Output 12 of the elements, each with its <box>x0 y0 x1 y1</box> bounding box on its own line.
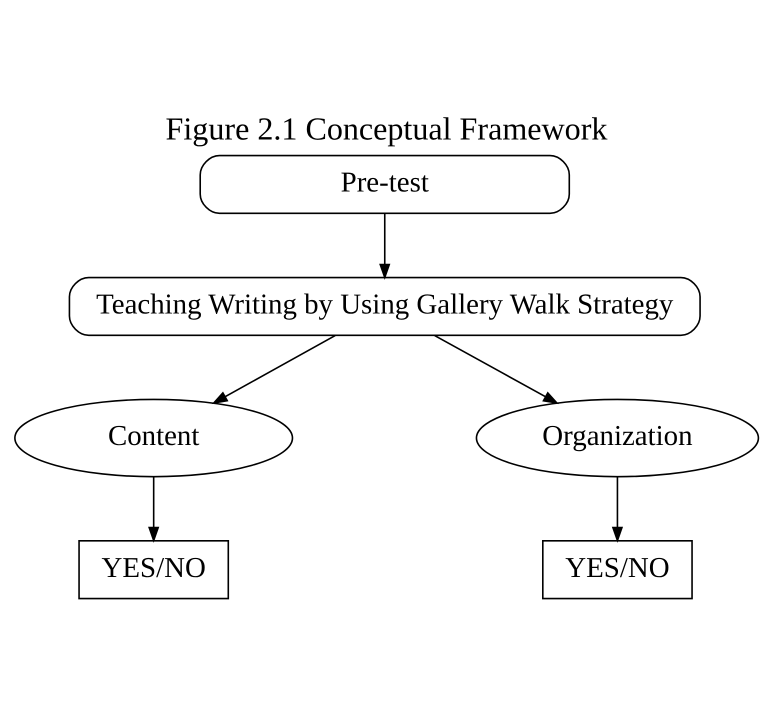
node-ellipse: Organization <box>476 398 760 478</box>
arrow <box>434 334 559 404</box>
diagram-title: Figure 2.1 Conceptual Framework <box>166 110 608 147</box>
node-ellipse: Content <box>14 398 294 478</box>
arrow <box>212 334 336 404</box>
node-box: Pre-test <box>199 154 570 214</box>
node-box: Teaching Writing by Using Gallery Walk Strategy <box>68 276 701 336</box>
arrow <box>148 476 160 543</box>
node-box: YES/NO <box>78 540 230 600</box>
arrow <box>379 214 390 280</box>
arrow <box>612 476 624 543</box>
node-box: YES/NO <box>542 540 693 600</box>
